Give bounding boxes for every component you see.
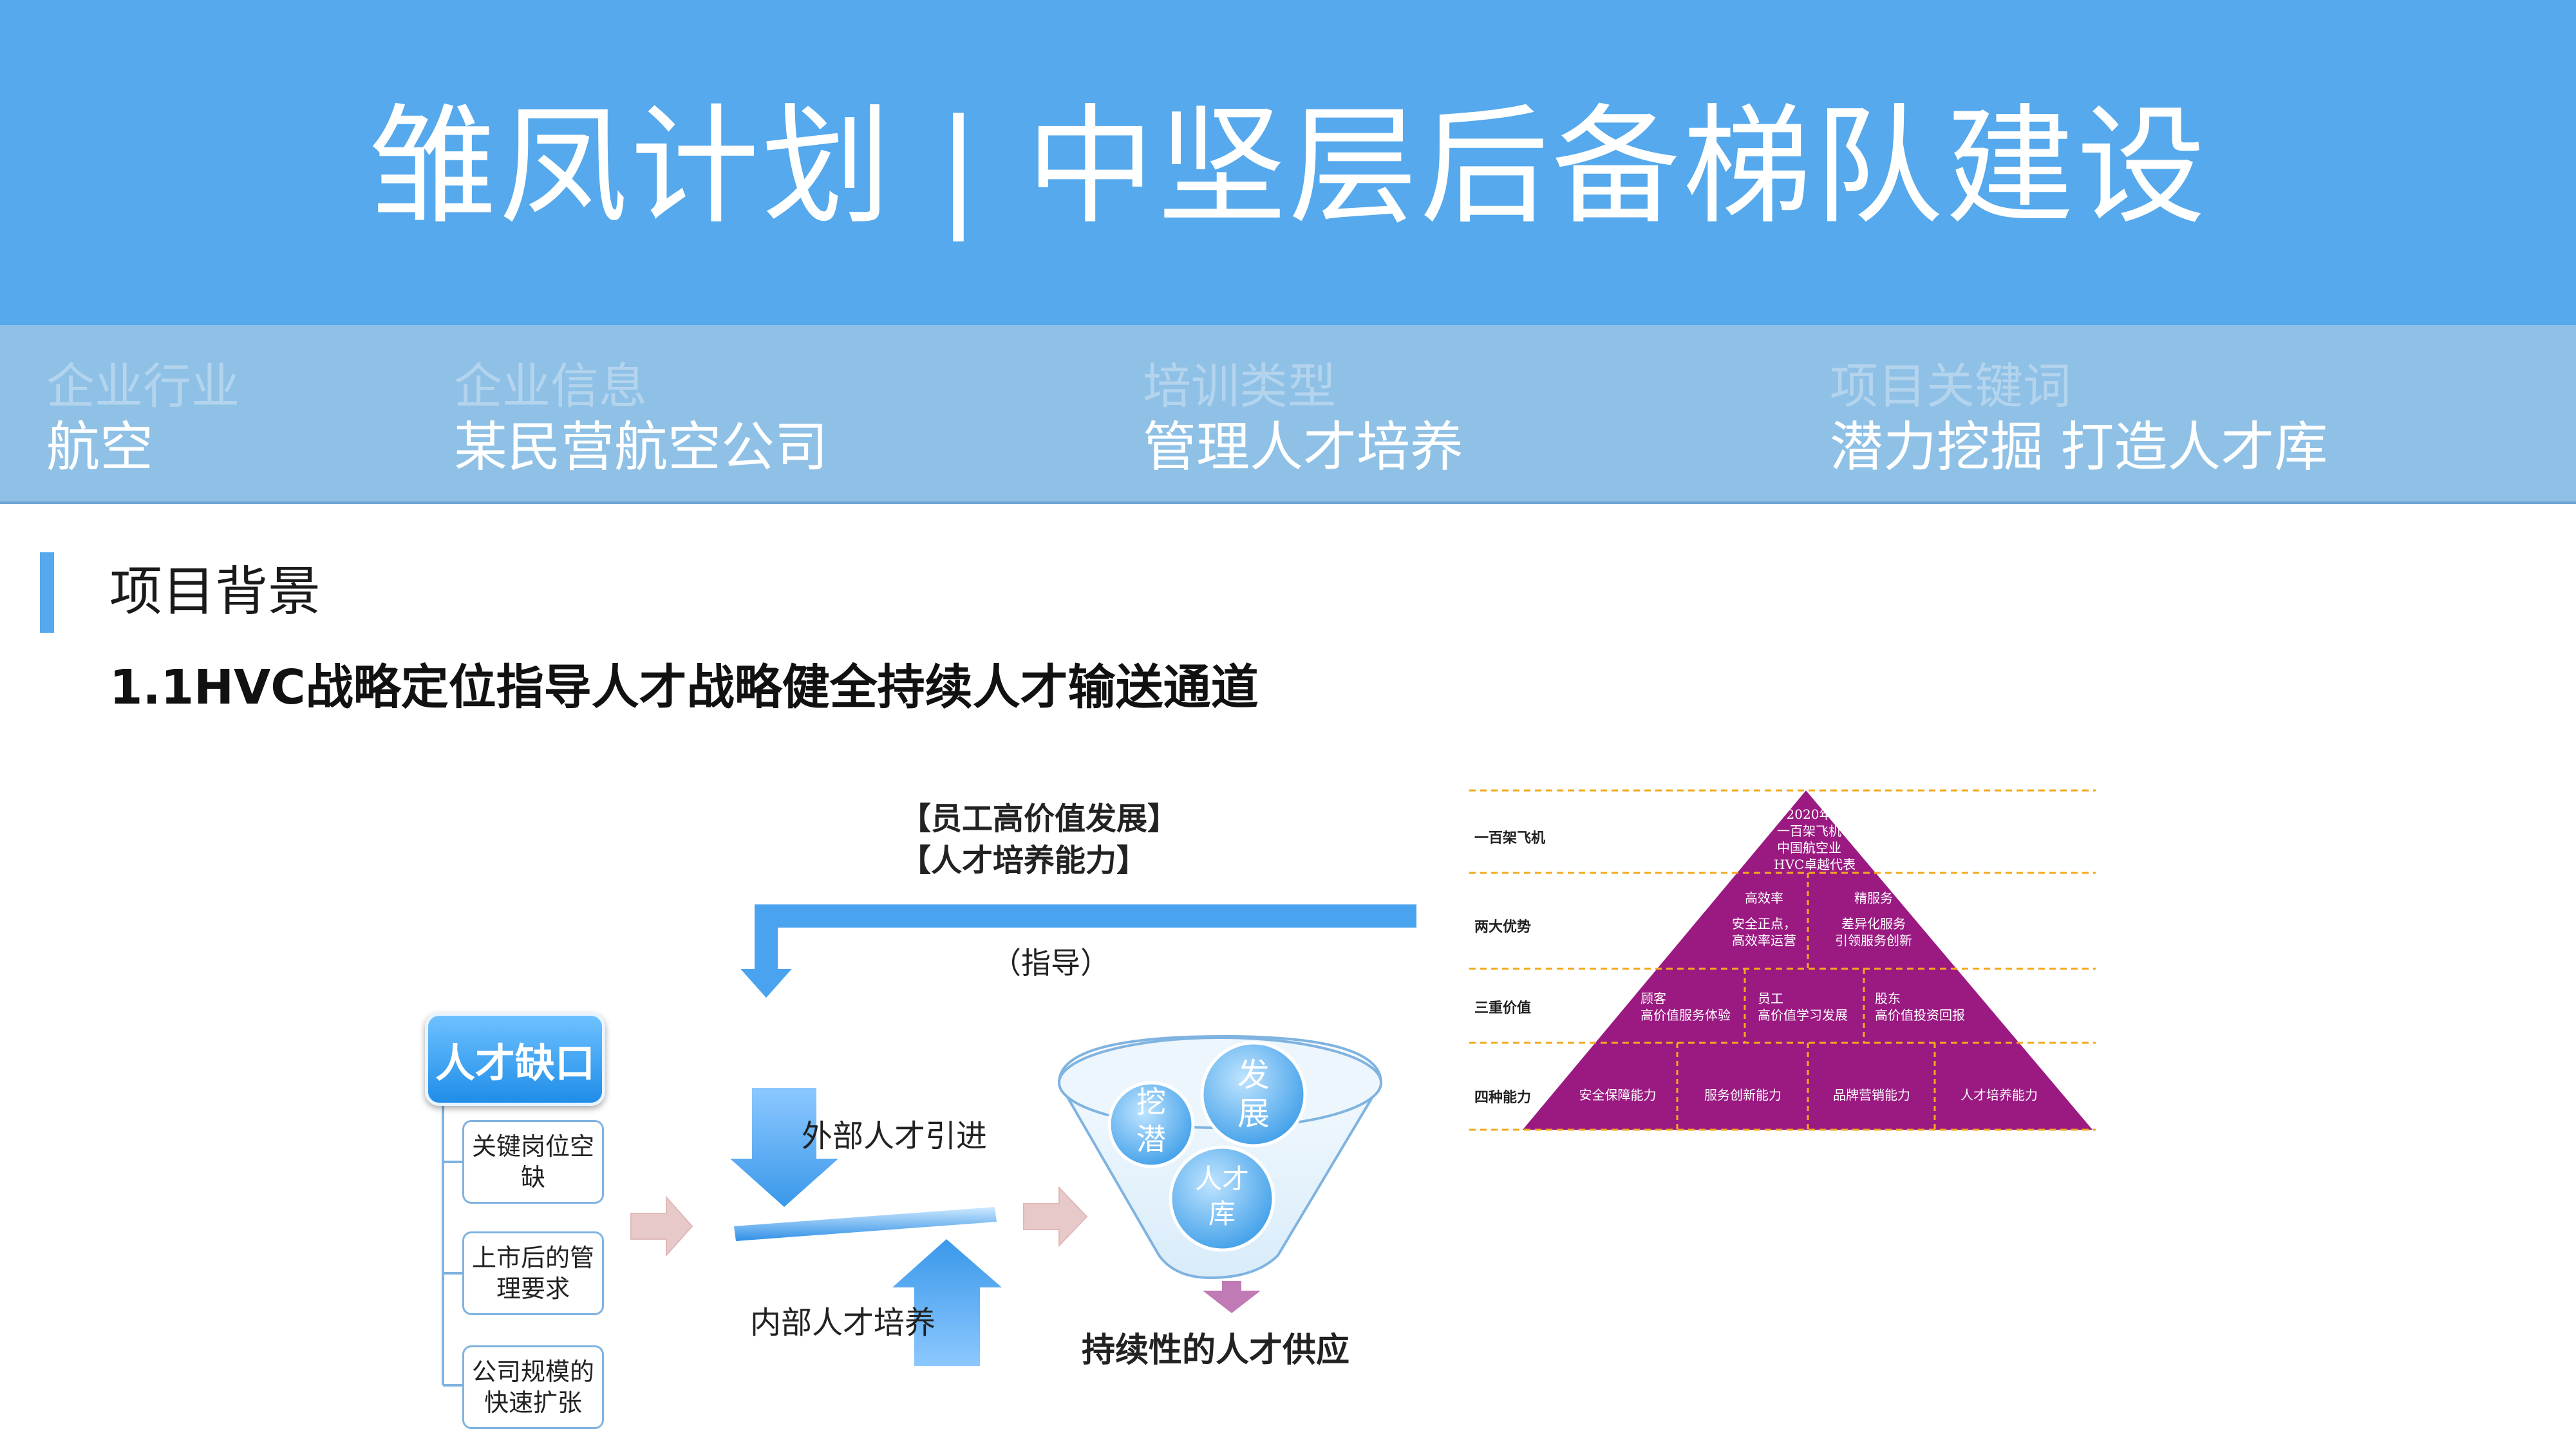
gap-item-expansion: 公司规模的快速扩张 <box>462 1345 604 1429</box>
advantage-efficiency-title: 高效率 <box>1745 890 1783 906</box>
value-employee-title: 员工 <box>1758 991 1783 1006</box>
talent-gap-box: 人才缺口 <box>425 1013 605 1106</box>
header-banner <box>0 0 2576 325</box>
info-label-training-type: 培训类型 <box>1143 358 1337 415</box>
ability-safety: 安全保障能力 <box>1579 1087 1657 1103</box>
pyramid-advantage-efficiency: 高效率 安全正点， 高效率运营 <box>1716 890 1812 949</box>
value-customer-title: 顾客 <box>1641 991 1666 1006</box>
advantage-efficiency-line-2: 高效率运营 <box>1732 933 1796 948</box>
pyramid-top-line-4: HVC卓越代表 <box>1774 857 1856 872</box>
gap-item-key-position: 关键岗位空缺 <box>462 1120 604 1204</box>
external-talent-label: 外部人才引进 <box>802 1118 988 1154</box>
hvc-pyramid <box>1469 789 2096 1131</box>
pyramid-value-shareholder: 股东 高价值投资回报 <box>1875 990 1978 1024</box>
gap-connectors <box>442 1106 462 1387</box>
info-value-training-type: 管理人才培养 <box>1143 416 1463 478</box>
pyramid-top-line-3: 中国航空业 <box>1777 840 1841 855</box>
guide-label: （指导） <box>992 946 1110 980</box>
guide-arrow <box>740 904 1416 998</box>
inflow-bar <box>734 1207 997 1241</box>
advantage-efficiency-line-1: 安全正点， <box>1732 916 1796 931</box>
circle-label-development: 发展 <box>1237 1056 1270 1132</box>
pyramid-advantage-service: 精服务 差异化服务 引领服务创新 <box>1822 890 1925 949</box>
page-title: 雏凤计划 | 中坚层后备梯队建设 <box>368 92 2208 242</box>
info-value-company: 某民营航空公司 <box>454 416 828 478</box>
value-shareholder-title: 股东 <box>1875 991 1901 1006</box>
section-subtitle: 1.1HVC战略定位指导人才战略健全持续人才输送通道 <box>109 660 1259 715</box>
advantage-service-line-2: 引领服务创新 <box>1835 933 1912 948</box>
info-value-industry: 航空 <box>46 416 153 478</box>
pyramid-row-label-3: 三重价值 <box>1474 1000 1532 1016</box>
section-title: 项目背景 <box>109 561 321 622</box>
value-employee-desc: 高价值学习发展 <box>1758 1007 1848 1023</box>
pyramid-row-label-4: 四种能力 <box>1474 1089 1532 1106</box>
advantage-service-line-1: 差异化服务 <box>1841 916 1906 931</box>
pink-arrow-icon <box>630 1186 1088 1257</box>
funnel-icon <box>1057 1034 1383 1313</box>
pyramid-top-line-1: 2020年 <box>1786 807 1832 822</box>
gap-item-ipo-requirement: 上市后的管理要求 <box>462 1231 604 1315</box>
ability-brand-marketing: 品牌营销能力 <box>1833 1087 1910 1103</box>
pyramid-row-label-1: 一百架飞机 <box>1474 830 1546 846</box>
info-value-keywords: 潜力挖掘 打造人才库 <box>1830 416 2328 478</box>
circle-label-potential: 挖潜 <box>1136 1085 1166 1157</box>
pyramid-row-label-2: 两大优势 <box>1474 919 1532 935</box>
info-label-industry: 企业行业 <box>46 358 240 415</box>
ability-talent-training: 人才培养能力 <box>1960 1087 2038 1103</box>
info-band <box>0 325 2576 504</box>
up-arrow-icon <box>892 1239 1002 1366</box>
down-arrow-icon <box>730 1088 838 1207</box>
info-label-keywords: 项目关键词 <box>1830 358 2072 415</box>
info-label-company: 企业信息 <box>454 358 648 415</box>
pyramid-top-line-2: 一百架飞机 <box>1777 823 1841 839</box>
advantage-service-title: 精服务 <box>1854 890 1893 906</box>
top-note-training-ability: 【人才培养能力】 <box>900 843 1148 879</box>
value-shareholder-desc: 高价值投资回报 <box>1875 1007 1965 1023</box>
pyramid-value-customer: 顾客 高价值服务体验 <box>1641 990 1744 1024</box>
pyramid-value-employee: 员工 高价值学习发展 <box>1758 990 1861 1024</box>
circle-label-talent-pool: 人才库 <box>1194 1163 1249 1229</box>
internal-talent-label: 内部人才培养 <box>750 1305 936 1341</box>
pyramid-top-cell: 2020年 一百架飞机 中国航空业 HVC卓越代表 <box>1774 806 1856 873</box>
section-accent-bar <box>40 552 54 633</box>
top-note-employee-value: 【员工高价值发展】 <box>900 801 1179 837</box>
value-customer-desc: 高价值服务体验 <box>1641 1007 1731 1023</box>
sustained-supply-label: 持续性的人才供应 <box>1082 1331 1350 1370</box>
ability-service-innovation: 服务创新能力 <box>1704 1087 1782 1103</box>
